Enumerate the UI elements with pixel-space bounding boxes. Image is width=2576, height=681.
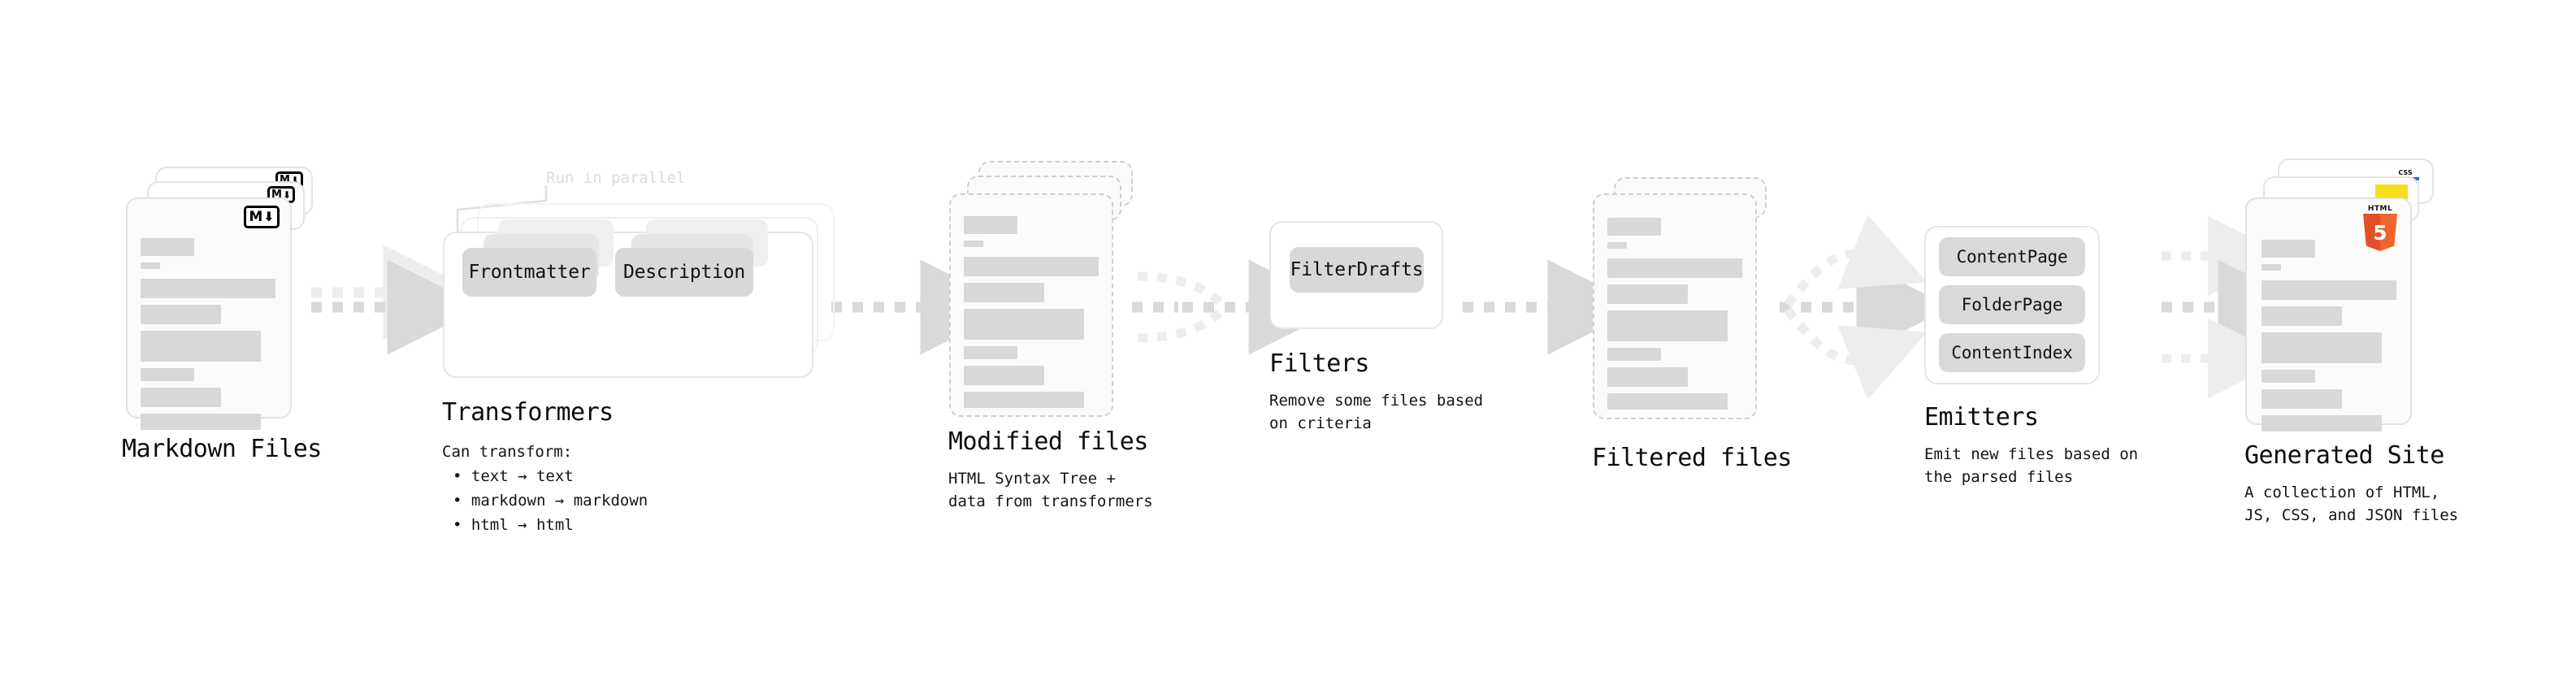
skeleton-line <box>141 414 261 430</box>
skeleton-title <box>964 216 1017 234</box>
modified-files-card-stack[interactable] <box>949 161 1136 421</box>
skeleton-line <box>141 388 221 407</box>
emitters-description: Emit new files based on the parsed files <box>1924 445 2139 486</box>
chip-contentpage[interactable]: ContentPage <box>1939 237 2085 276</box>
skeleton-line <box>1607 367 1688 387</box>
transformers-bullet-2: • html → html <box>453 516 574 534</box>
skeleton-line <box>964 346 1017 359</box>
skeleton-line <box>964 309 1084 340</box>
chip-frontmatter[interactable]: Frontmatter <box>462 248 596 297</box>
css3-logo-text: CSS <box>2398 169 2413 176</box>
generated-site-description: A collection of HTML, JS, CSS, and JSON … <box>2244 484 2459 524</box>
stage-generated-site: CSS HTML 5 Generated Site A c <box>2244 158 2458 524</box>
transformers-description: Can transform: <box>442 443 573 461</box>
skeleton-line <box>141 279 275 298</box>
markdown-files-card-stack[interactable]: M⬇ M⬇ M⬇ <box>126 167 313 430</box>
skeleton-line <box>1607 348 1661 361</box>
skeleton-line <box>141 368 194 381</box>
skeleton-subtitle <box>964 241 983 247</box>
skeleton-line <box>964 283 1044 302</box>
skeleton-line <box>1607 393 1728 410</box>
skeleton-title <box>2262 240 2315 258</box>
generated-site-title: Generated Site <box>2244 441 2444 470</box>
skeleton-line <box>1607 310 1728 341</box>
skeleton-line <box>2262 306 2342 326</box>
markdown-logo-arrow: ⬇ <box>290 174 299 186</box>
markdown-files-title: Markdown Files <box>122 435 322 463</box>
skeleton-line <box>1607 284 1688 304</box>
chip-description[interactable]: Description <box>615 248 753 297</box>
stage-filtered-files: Filtered files <box>1592 177 1792 472</box>
filters-title: Filters <box>1269 349 1369 378</box>
skeleton-line <box>2262 415 2382 432</box>
skeleton-line <box>141 305 221 324</box>
skeleton-subtitle <box>141 262 160 269</box>
stage-modified-files: Modified files HTML Syntax Tree + data f… <box>948 161 1153 510</box>
skeleton-line <box>2262 370 2315 383</box>
filtered-files-title: Filtered files <box>1592 444 1792 472</box>
transformers-bullet-1: • markdown → markdown <box>453 492 648 510</box>
generated-site-card-stack[interactable]: CSS HTML 5 <box>2245 158 2448 432</box>
chip-filterdrafts[interactable]: FilterDrafts <box>1290 247 1424 293</box>
run-in-parallel-note: Run in parallel <box>546 169 686 187</box>
html5-logo-shield: 5 <box>2363 214 2397 251</box>
modified-files-description: HTML Syntax Tree + data from transformer… <box>948 470 1153 510</box>
markdown-logo-icon: M⬇ <box>244 206 280 228</box>
transformers-bullet-0: • text → text <box>453 467 574 485</box>
html5-logo-caption: HTML <box>2367 205 2393 213</box>
stage-markdown-files: M⬇ M⬇ M⬇ Markdown Files <box>122 167 322 463</box>
skeleton-line <box>2262 280 2396 300</box>
skeleton-line <box>1607 258 1742 278</box>
skeleton-line <box>2262 332 2382 363</box>
skeleton-title <box>1607 218 1661 236</box>
skeleton-line <box>2262 389 2342 409</box>
filters-description: Remove some files based on criteria <box>1269 392 1484 432</box>
skeleton-subtitle <box>1607 242 1627 249</box>
skeleton-subtitle <box>2262 264 2281 271</box>
html5-logo-digit: 5 <box>2373 220 2387 245</box>
transformers-title: Transformers <box>442 398 614 427</box>
filtered-files-card-stack[interactable] <box>1593 177 1780 421</box>
skeleton-line <box>141 331 261 362</box>
modified-files-title: Modified files <box>948 427 1148 456</box>
skeleton-line <box>964 366 1044 385</box>
skeleton-title <box>141 238 194 256</box>
emitters-title: Emitters <box>1924 403 2039 432</box>
chip-folderpage[interactable]: FolderPage <box>1939 285 2085 324</box>
html5-logo: HTML 5 <box>2363 206 2397 251</box>
skeleton-line <box>964 257 1099 276</box>
skeleton-line <box>964 392 1084 408</box>
chip-contentindex[interactable]: ContentIndex <box>1939 333 2085 372</box>
